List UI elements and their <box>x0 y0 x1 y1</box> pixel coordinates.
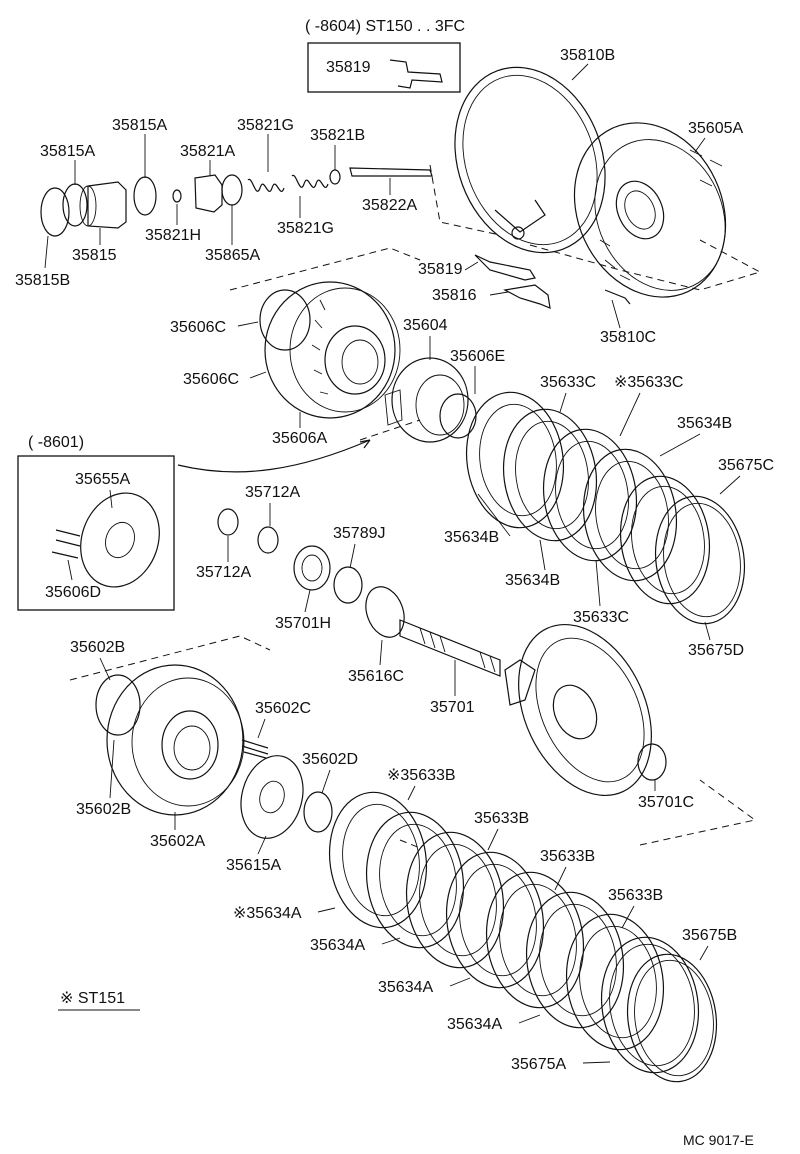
label-35633C-b: ※35633C <box>614 374 683 391</box>
label-35634B-b: 35634B <box>444 529 499 546</box>
label-35675B: 35675B <box>682 927 737 944</box>
servo-parts-row <box>40 167 433 237</box>
label-35789J: 35789J <box>333 525 386 542</box>
label-35712A-a: 35712A <box>245 484 300 501</box>
header-note-box <box>307 42 461 93</box>
washer-35701C <box>637 743 667 781</box>
legend-note: ※ ST151 <box>60 990 125 1007</box>
label-35701H: 35701H <box>275 615 331 632</box>
label-35634A-b: 35634A <box>310 937 365 954</box>
label-35675C: 35675C <box>718 457 774 474</box>
label-35634A-c: 35634A <box>378 979 433 996</box>
piston-35602A <box>95 664 245 816</box>
label-35605A: 35605A <box>688 120 743 137</box>
label-35822A: 35822A <box>362 197 417 214</box>
hub-35604 <box>384 357 469 443</box>
bearing-35701H <box>293 545 331 591</box>
label-35606A: 35606A <box>272 430 327 447</box>
label-35816: 35816 <box>432 287 477 304</box>
label-35821G-top: 35821G <box>237 117 294 134</box>
label-35634B-a: 35634B <box>677 415 732 432</box>
label-35616C: 35616C <box>348 668 404 685</box>
label-35815B: 35815B <box>15 272 70 289</box>
label-35604: 35604 <box>403 317 448 334</box>
label-35633B-b: 35633B <box>474 810 529 827</box>
washer-35655A <box>51 492 160 588</box>
label-35634A-d: 35634A <box>447 1016 502 1033</box>
label-35634A-a: ※35634A <box>233 905 302 922</box>
snap-ring-35602D <box>303 791 333 833</box>
piston-35606A <box>259 281 401 419</box>
label-35602B-a: 35602B <box>70 639 125 656</box>
label-35602A: 35602A <box>150 833 205 850</box>
label-35815A-top: 35815A <box>112 117 167 134</box>
label-35865A: 35865A <box>205 247 260 264</box>
label-35634B-c: 35634B <box>505 572 560 589</box>
clutch-drum-35605A <box>573 122 727 298</box>
brake-band-35810B <box>454 66 606 254</box>
link-part-35819 <box>389 59 443 89</box>
ring-35712A-a <box>217 508 239 536</box>
inset-note: ( -8601) <box>28 434 84 451</box>
label-35602C: 35602C <box>255 700 311 717</box>
label-35712A-b: 35712A <box>196 564 251 581</box>
inset-box <box>17 455 175 611</box>
label-35602D: 35602D <box>302 751 358 768</box>
label-35606C-b: 35606C <box>183 371 239 388</box>
label-35821B: 35821B <box>310 127 365 144</box>
label-35606D: 35606D <box>45 584 101 601</box>
label-35810B: 35810B <box>560 47 615 64</box>
label-35602B-b: 35602B <box>76 801 131 818</box>
shaft-35701 <box>365 586 652 797</box>
label-35701C: 35701C <box>638 794 694 811</box>
label-35821A: 35821A <box>180 143 235 160</box>
label-35606E: 35606E <box>450 348 505 365</box>
label-35815: 35815 <box>72 247 117 264</box>
label-35633C-c: 35633C <box>573 609 629 626</box>
link-parts-35819-35816 <box>474 254 631 309</box>
label-35633B-d: 35633B <box>608 887 663 904</box>
label-35701: 35701 <box>430 699 475 716</box>
label-35615A: 35615A <box>226 857 281 874</box>
label-35655A: 35655A <box>75 471 130 488</box>
clutch-pack-lower <box>328 791 718 1083</box>
label-35633B-c: 35633B <box>540 848 595 865</box>
label-35819-top: 35819 <box>326 59 371 76</box>
label-35821H: 35821H <box>145 227 201 244</box>
label-35633B-a: ※35633B <box>387 767 456 784</box>
label-35810C: 35810C <box>600 329 656 346</box>
label-35675A: 35675A <box>511 1056 566 1073</box>
washer-35789J <box>333 566 363 604</box>
label-35633C-a: 35633C <box>540 374 596 391</box>
clutch-pack-upper <box>465 391 746 625</box>
ring-35712A-b <box>257 526 279 554</box>
header-note: ( -8604) ST150 . . 3FC <box>305 18 465 35</box>
spring-35602C <box>241 739 269 759</box>
label-35821G-low: 35821G <box>277 220 334 237</box>
snap-ring-35606E <box>439 393 477 439</box>
plate-35615A <box>240 755 304 839</box>
label-35675D: 35675D <box>688 642 744 659</box>
label-35819-mid: 35819 <box>418 261 463 278</box>
label-35815A-left: 35815A <box>40 143 95 160</box>
label-35606C-a: 35606C <box>170 319 226 336</box>
figure-code: MC 9017-E <box>683 1132 754 1148</box>
